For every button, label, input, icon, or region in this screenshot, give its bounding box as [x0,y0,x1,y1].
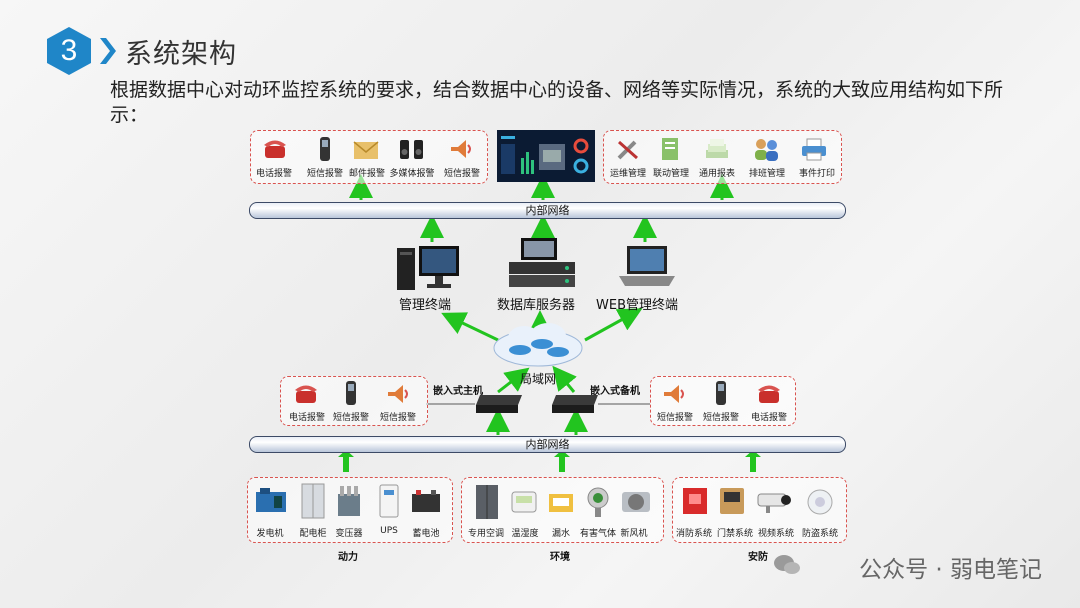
category-environment-label: 环境 [550,552,570,563]
cctv-camera-icon [757,493,791,513]
printer-icon [802,138,826,161]
mid-right-item-label: 短信报警 [702,413,739,423]
arrow-lan-mgmt [441,312,499,342]
db-server-label: 数据库服务器 [497,298,576,313]
top-right-item-label: 运维管理 [609,169,646,179]
thick-arrow-power [338,450,354,472]
mobile-phone-icon [716,381,726,405]
battery-icon [412,490,440,512]
telephone-icon [295,385,317,403]
gas-detector-icon [587,487,609,517]
arrow-primary-lan [497,367,530,394]
water-leak-sensor-icon [549,494,573,512]
report-stack-icon [706,139,728,158]
thick-arrow-security [745,450,761,472]
telephone-icon [264,140,286,158]
top-right-item-label: 事件打印 [798,169,835,179]
env-item-label: 新风机 [620,529,648,539]
email-envelope-icon [353,141,379,159]
backup-host-label: 嵌入式备机 [590,386,640,397]
power-item-label: 发电机 [256,529,284,539]
security-item-label: 防盗系统 [801,529,838,539]
top-right-item-label: 联动管理 [652,169,689,179]
power-item-label: UPS [380,526,398,536]
desktop-computer-icon [397,246,459,290]
monitoring-dashboard-screen-icon [497,130,595,182]
database-server-icon [509,238,575,287]
env-item-label: 专用空调 [467,529,504,539]
mobile-phone-icon [346,381,356,405]
security-item-label: 消防系统 [675,529,712,539]
env-item-label: 漏水 [551,529,570,539]
category-security-label: 安防 [748,552,768,563]
lan-label: 局域网 [520,372,557,386]
tools-wrench-icon [617,140,638,160]
top-left-item-label: 短信报警 [443,169,480,179]
ups-icon [379,484,399,518]
env-item-label: 温湿度 [511,529,539,539]
multimedia-speaker-icon [400,140,423,159]
mid-right-item-label: 电话报警 [750,413,787,423]
watermark-text: 公众号 · 弱电笔记 [859,557,1042,583]
top-left-item-label: 多媒体报警 [389,169,435,179]
power-item-label: 配电柜 [299,529,327,539]
sms-alarm-icon [664,385,684,403]
sms-alarm-icon [451,140,471,158]
air-conditioner-icon [476,485,498,519]
people-schedule-icon [755,139,778,161]
env-item-label: 有害气体 [579,529,616,539]
mid-left-item-label: 短信报警 [332,413,369,423]
intrusion-detector-icon [807,489,833,515]
page-title: 系统架构 [125,39,237,70]
thick-arrow-env [554,450,570,472]
wechat-logo-icon [774,555,800,574]
bus-label: 内部网络 [525,438,570,451]
bus-label: 内部网络 [525,204,570,217]
fresh-air-fan-icon [622,492,650,512]
sms-alarm-icon [388,385,408,403]
security-item-label: 视频系统 [757,529,794,539]
generator-icon [256,488,286,512]
mid-left-item-label: 电话报警 [288,413,325,423]
internal-network-bus-upper: 内部网络 [249,202,846,219]
distribution-cabinet-icon [301,483,325,519]
chevron-right-icon [100,38,116,64]
primary-host-label: 嵌入式主机 [433,386,483,397]
linkage-document-icon [662,138,678,160]
top-left-item-label: 短信报警 [306,169,343,179]
embedded-host-primary-icon [476,395,522,413]
embedded-host-backup-icon [552,395,598,413]
arrow-lan-web [584,308,643,342]
mid-left-item-label: 短信报警 [379,413,416,423]
section-number-hexagon-icon [47,27,91,75]
top-right-item-label: 排班管理 [748,169,785,179]
top-left-item-label: 邮件报警 [348,169,385,179]
lan-cloud-icon [493,323,583,367]
web-terminal-label: WEB管理终端 [596,298,678,313]
access-control-icon [720,488,744,514]
thermo-hygrometer-icon [511,491,537,513]
mobile-phone-icon [320,137,330,161]
transformer-icon [338,486,360,516]
management-terminal-label: 管理终端 [399,298,452,313]
fire-alarm-icon [683,488,707,514]
intro-paragraph: 根据数据中心对动环监控系统的要求，结合数据中心的设备、网络等实际情况，系统的大致… [110,79,1004,126]
security-item-label: 门禁系统 [716,529,753,539]
top-right-item-label: 通用报表 [698,169,735,179]
top-left-item-label: 电话报警 [255,169,292,179]
category-power-label: 动力 [338,552,358,563]
mid-right-item-label: 短信报警 [656,413,693,423]
power-item-label: 蓄电池 [412,529,440,539]
power-item-label: 变压器 [335,529,363,539]
section-number: 3 [60,34,78,67]
telephone-icon [758,385,780,403]
arrow-backup-lan [552,365,577,393]
internal-network-bus-lower: 内部网络 [249,436,846,453]
laptop-icon [619,246,675,286]
